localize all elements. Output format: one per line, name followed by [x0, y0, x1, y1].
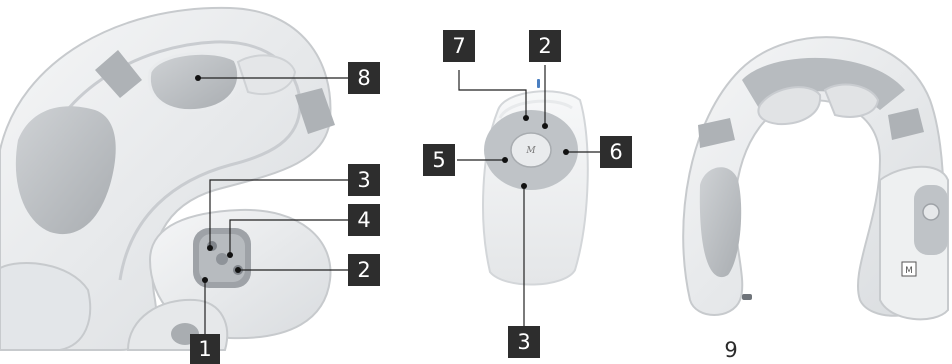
callout-7: 7: [443, 30, 475, 62]
callout-3-bottom: 3: [508, 326, 540, 358]
callout-1: 1: [190, 334, 220, 364]
remote-indicator-led: [537, 79, 540, 88]
control-panel: [193, 228, 251, 288]
side-power-button[interactable]: [923, 204, 939, 220]
side-logo: M: [905, 266, 913, 276]
callout-4: 4: [348, 204, 380, 236]
callout-2-mid: 2: [348, 254, 380, 286]
remote-control: M: [483, 79, 588, 285]
massager-closeup: [0, 8, 335, 350]
callout-1-label: 1: [198, 337, 211, 361]
callout-6-label: 6: [609, 140, 622, 164]
remote-logo: M: [525, 146, 536, 156]
callout-8-label: 8: [357, 66, 370, 90]
charging-port: [742, 294, 752, 300]
callout-2-top-label: 2: [538, 34, 551, 58]
callout-4-label: 4: [357, 208, 370, 232]
callout-2-mid-label: 2: [357, 258, 370, 282]
callout-3-left-label: 3: [357, 168, 370, 192]
callout-5: 5: [423, 144, 455, 176]
callout-5-label: 5: [432, 148, 445, 172]
massager-full: M: [683, 37, 948, 319]
power-button[interactable]: [216, 253, 228, 265]
callout-7-label: 7: [452, 34, 465, 58]
figure-label: 9: [724, 338, 737, 362]
callout-3-left: 3: [348, 164, 380, 196]
callout-2-top: 2: [529, 30, 561, 62]
callout-6: 6: [600, 136, 632, 168]
callout-8: 8: [348, 62, 380, 94]
callout-3-bottom-label: 3: [517, 330, 530, 354]
